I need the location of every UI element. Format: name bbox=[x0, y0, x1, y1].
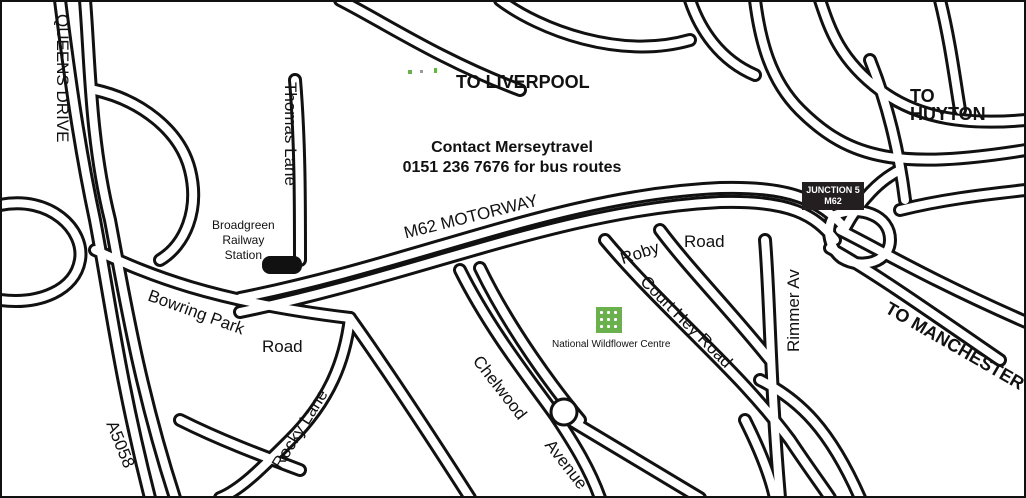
rimmer-av-label: Rimmer Av bbox=[784, 269, 803, 352]
to-huyton-label-2: HUYTON bbox=[910, 104, 986, 124]
queens-drive-label: QUEENS DRIVE bbox=[53, 14, 72, 143]
station-marker bbox=[262, 256, 302, 274]
roby-road-label: Road bbox=[684, 232, 725, 251]
station-label: Broadgreen Railway Station bbox=[212, 218, 275, 262]
wildflower-centre-label: National Wildflower Centre bbox=[552, 339, 671, 350]
thomas-lane-label: Thomas Lane bbox=[281, 82, 300, 186]
marker-dot bbox=[434, 68, 437, 73]
location-marker bbox=[549, 397, 579, 427]
junction-5-badge: JUNCTION 5 M62 bbox=[802, 182, 864, 210]
wildflower-centre-icon bbox=[596, 307, 622, 333]
contact-info: Contact Merseytravel 0151 236 7676 for b… bbox=[402, 139, 622, 176]
marker-dot bbox=[420, 70, 423, 73]
marker-dot bbox=[408, 70, 412, 74]
to-huyton-label-1: TO bbox=[910, 86, 935, 106]
to-liverpool-label: TO LIVERPOOL bbox=[456, 72, 590, 92]
bowring-road-label: Road bbox=[262, 337, 303, 356]
